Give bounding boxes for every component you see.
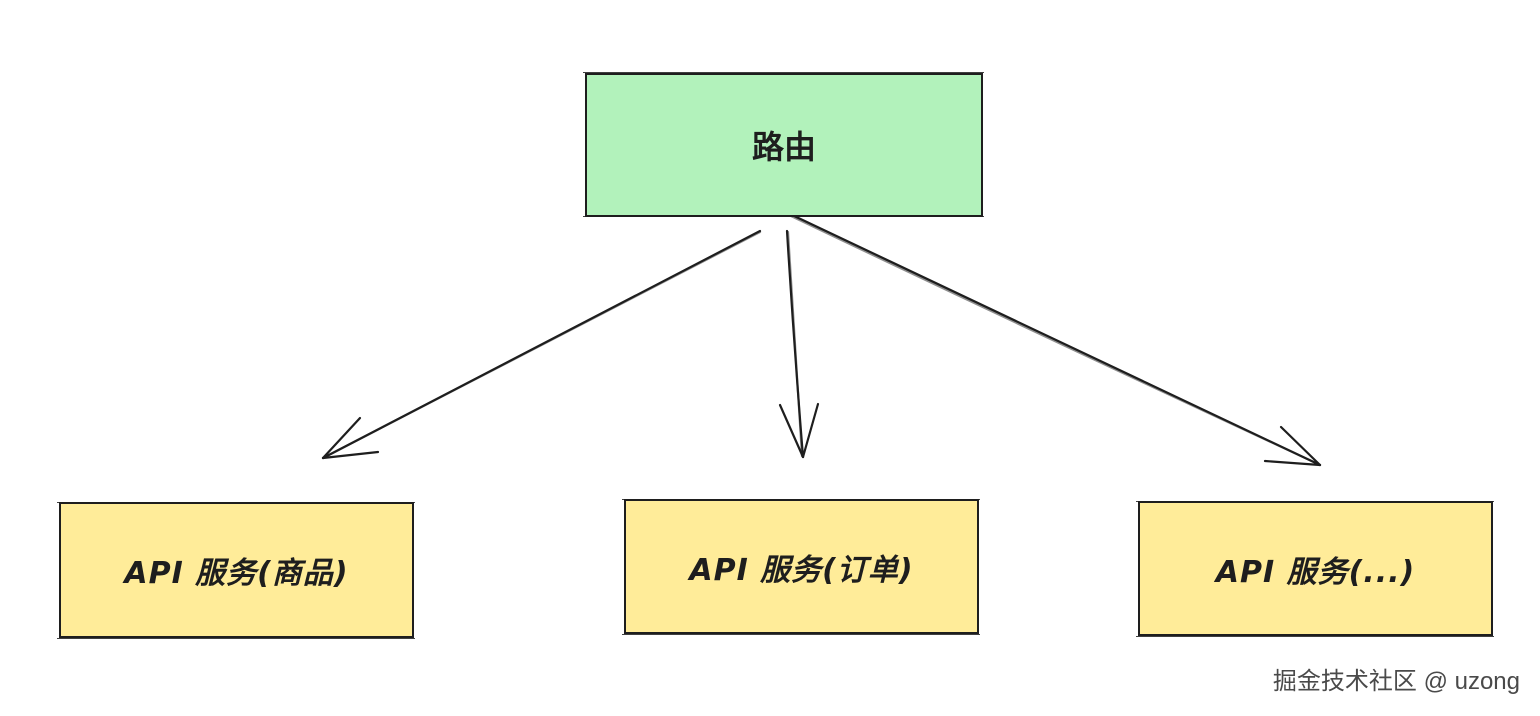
service-node-label: API 服务(...) (1215, 554, 1416, 590)
sketch-stroke (1136, 636, 1494, 637)
arrow-router-to-service-2 (778, 229, 820, 459)
service-node-label: API 服务(商品) (124, 556, 349, 591)
sketch-stroke (1136, 501, 1494, 502)
arrow-router-to-service-3 (788, 212, 1322, 467)
sketch-stroke (622, 634, 980, 635)
sketch-stroke (583, 216, 984, 217)
router-node: 路由 (583, 72, 984, 217)
service-node-more: API 服务(...) (1136, 501, 1494, 637)
sketch-stroke (622, 499, 980, 500)
sketch-stroke (57, 638, 415, 639)
service-node-products: API 服务(商品) (57, 502, 415, 639)
sketch-stroke (57, 502, 415, 503)
watermark: 掘金技术社区 @ uzong (1272, 668, 1520, 695)
router-node-label: 路由 (751, 128, 816, 166)
service-node-orders: API 服务(订单) (622, 499, 980, 635)
sketch-stroke (583, 72, 984, 73)
service-node-label: API 服务(订单) (689, 552, 914, 588)
arrow-router-to-service-1 (321, 229, 762, 460)
